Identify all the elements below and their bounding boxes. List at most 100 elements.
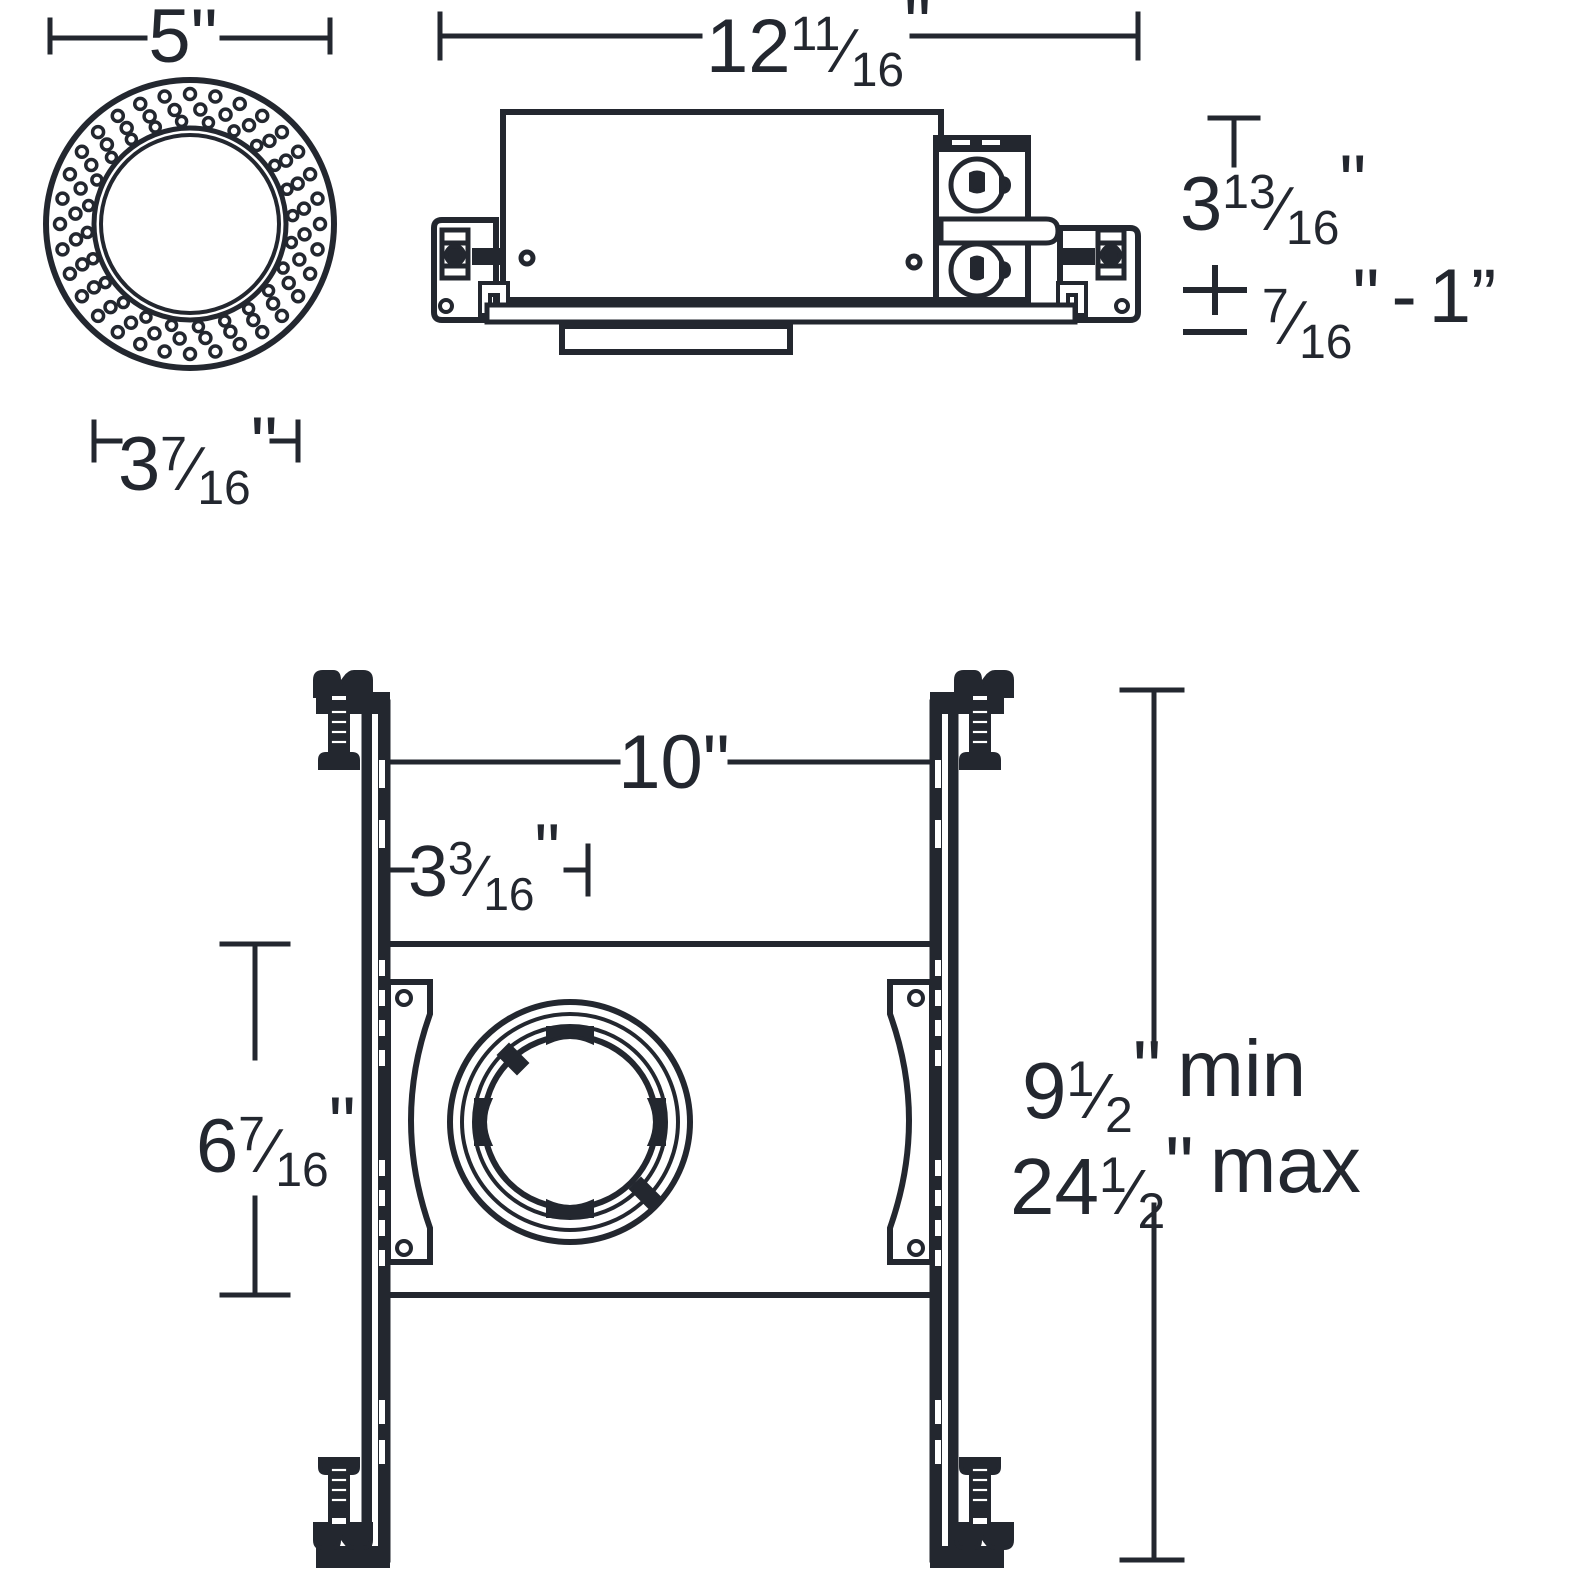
wing-screw-bottom-left bbox=[313, 1457, 373, 1550]
trim-perforation-dot bbox=[182, 346, 198, 362]
trim-perforation-dot bbox=[133, 336, 148, 352]
trim-perforation-dot bbox=[68, 206, 83, 221]
trim-perforation-dot bbox=[191, 319, 206, 334]
label-frame-top-offset: 33⁄16" bbox=[408, 810, 560, 920]
label-trim-aperture: 37⁄16" bbox=[118, 402, 278, 515]
dimline-housing-length bbox=[437, 11, 1141, 61]
trim-perforation-dot bbox=[119, 120, 134, 136]
trim-perforation-dot bbox=[99, 137, 115, 152]
label-housing-height: 313⁄16" bbox=[1180, 140, 1366, 255]
frame-bracket-right-hole-bottom bbox=[907, 1239, 925, 1257]
trim-perforation-dot bbox=[124, 132, 139, 147]
trim-perforation-dot bbox=[81, 198, 96, 213]
trim-perforation-dot bbox=[296, 201, 312, 216]
trim-perforation-dot bbox=[284, 235, 299, 250]
trim-perforation-dot bbox=[73, 181, 88, 196]
trim-face-view bbox=[43, 17, 337, 463]
trim-perforation-dot bbox=[201, 115, 216, 130]
trim-perforation-dot bbox=[310, 242, 325, 257]
trim-perforation-dot bbox=[267, 158, 282, 173]
trim-perforation-dot bbox=[208, 89, 223, 104]
aperture-ring-assembly bbox=[447, 999, 693, 1245]
trim-perforation-dot bbox=[232, 96, 247, 112]
trim-perforation-dot bbox=[68, 232, 84, 247]
wing-screw-bottom-right bbox=[954, 1457, 1014, 1550]
trim-perforation-dot bbox=[285, 208, 300, 223]
trim-perforation-dot bbox=[274, 308, 290, 324]
trim-perforation-dot bbox=[123, 315, 139, 330]
knockout-upper-tab bbox=[969, 170, 985, 194]
rail-right bbox=[929, 692, 1004, 1568]
trim-perforation-dot bbox=[80, 225, 95, 240]
trim-perforation-dot bbox=[297, 227, 312, 242]
bracket-left-tab bbox=[472, 248, 505, 265]
trim-perforation-dot bbox=[62, 167, 78, 182]
trim-perforation-dot bbox=[174, 114, 189, 129]
trim-perforation-dot bbox=[172, 331, 187, 346]
trim-perforation-dot bbox=[290, 144, 306, 160]
trim-perforation-dot bbox=[103, 299, 118, 315]
frame-plan-view bbox=[219, 670, 1185, 1568]
dimline-trim-outer-diameter bbox=[47, 17, 333, 55]
trim-perforation-dot bbox=[262, 133, 277, 149]
trim-perforation-dot bbox=[278, 153, 294, 168]
trim-perforation-dot bbox=[265, 296, 281, 311]
junction-box-lid-slot-1 bbox=[952, 140, 970, 145]
frame-bracket-left bbox=[385, 979, 433, 1265]
trim-perforation-dot bbox=[292, 252, 307, 267]
dimline-frame-opening-height bbox=[219, 941, 291, 1298]
trim-perforation-dot bbox=[302, 167, 318, 182]
trim-perforation-dot bbox=[261, 283, 276, 298]
trim-perforation-dot bbox=[147, 326, 162, 341]
label-joist-span-max: 241⁄2"max bbox=[1010, 1120, 1361, 1239]
trim-perforation-dot bbox=[281, 275, 296, 291]
frame-bracket-right bbox=[887, 979, 935, 1265]
trim-perforation-dot bbox=[164, 318, 179, 333]
housing-hole-right bbox=[905, 253, 923, 271]
frame-bracket-left-hole-bottom bbox=[395, 1239, 413, 1257]
trim-perforation-dot bbox=[274, 124, 290, 140]
bracket-right-hole bbox=[1114, 298, 1130, 314]
wing-screw-top-right bbox=[954, 670, 1014, 770]
trim-perforation-dot bbox=[218, 107, 233, 122]
trim-perforation-dot bbox=[116, 295, 131, 310]
rail-left bbox=[316, 692, 391, 1568]
trim-perforation-dot bbox=[139, 310, 153, 324]
trim-perforation-dot bbox=[227, 124, 241, 138]
trim-perforation-dot bbox=[208, 344, 223, 359]
trim-perforation-dot bbox=[157, 89, 172, 104]
dimline-frame-top-offset bbox=[389, 843, 591, 897]
trim-perforation-dot bbox=[98, 275, 113, 290]
trim-perforation-dot bbox=[90, 124, 106, 140]
trim-perforation-dot bbox=[104, 150, 119, 165]
aperture-tab-bottom bbox=[546, 1198, 594, 1218]
trim-perforation-dot bbox=[280, 182, 294, 197]
trim-perforation-dot bbox=[254, 324, 270, 340]
trim-perforation-dot bbox=[241, 118, 257, 133]
trim-perforation-dot bbox=[142, 109, 157, 124]
trim-perforation-dot bbox=[157, 344, 172, 359]
wing-screw-top-left bbox=[313, 670, 373, 770]
knockout-lower-latch bbox=[999, 260, 1012, 280]
trim-perforation-dots bbox=[52, 86, 328, 362]
trim-perforation-dot bbox=[55, 242, 70, 257]
trim-perforation-dot bbox=[193, 102, 208, 117]
trim-aperture-circle bbox=[99, 133, 281, 315]
aperture-lock-nw bbox=[496, 1042, 530, 1076]
aperture-tab-left bbox=[474, 1098, 494, 1146]
housing-bottom-rail bbox=[484, 302, 1078, 325]
trim-perforation-dot bbox=[84, 157, 99, 173]
label-frame-opening-height: 67⁄16" bbox=[196, 1082, 356, 1197]
trim-perforation-dot bbox=[55, 191, 70, 206]
housing-side-view bbox=[431, 11, 1141, 355]
junction-box-conduit-bar bbox=[938, 216, 1061, 246]
junction-box-lid-slot-2 bbox=[982, 140, 1000, 145]
trim-perforation-dot bbox=[310, 191, 325, 206]
trim-perforation-dot bbox=[302, 266, 318, 281]
trim-perforation-dot bbox=[90, 308, 106, 324]
knockout-upper-latch bbox=[999, 175, 1012, 195]
trim-perforation-dot bbox=[254, 108, 270, 124]
trim-perforation-dot bbox=[86, 280, 102, 295]
